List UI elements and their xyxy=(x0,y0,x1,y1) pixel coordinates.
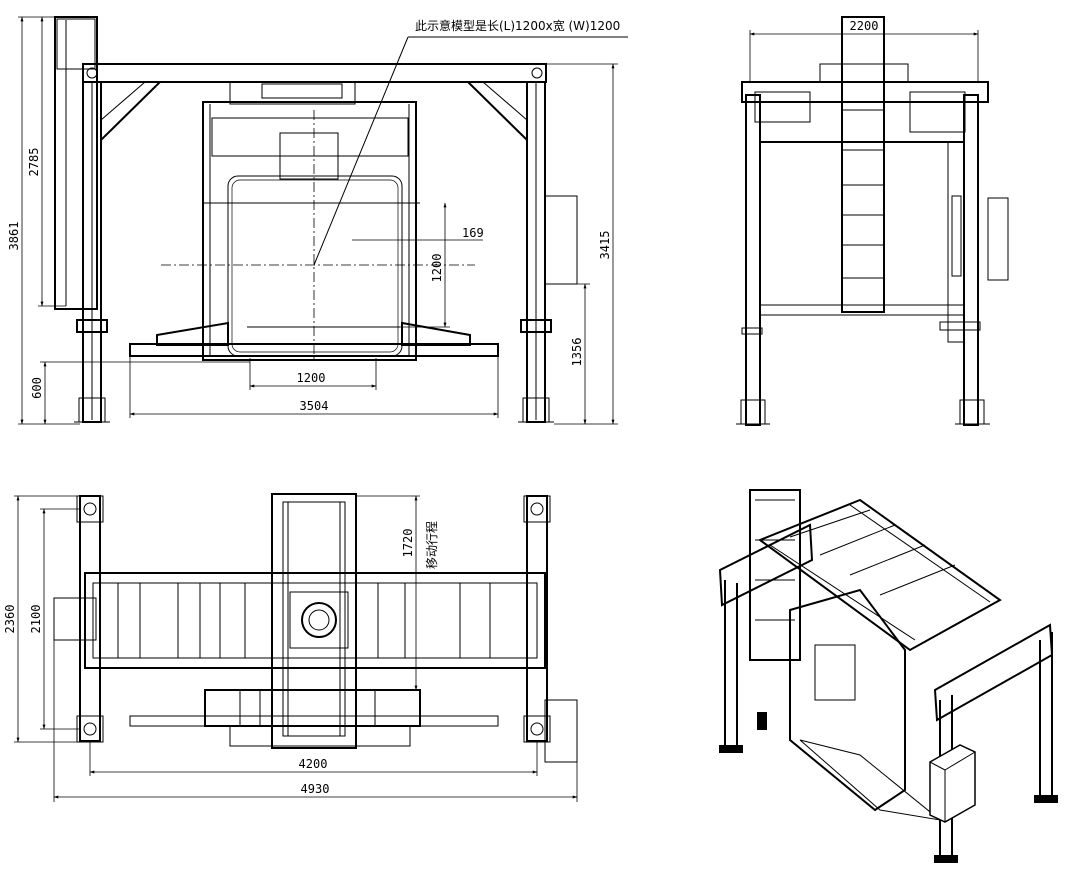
iso-main-beam xyxy=(757,498,1002,652)
front-left-brace xyxy=(100,81,163,143)
iso-carriage xyxy=(789,588,906,812)
dim-frame-height: 2785 xyxy=(27,148,41,177)
front-view xyxy=(54,16,628,423)
dim-depth-inner: 2100 xyxy=(29,605,43,634)
dim-length-inner: 4200 xyxy=(299,757,328,771)
top-main-frame xyxy=(84,572,546,669)
dim-top-height: 3415 xyxy=(598,231,612,260)
side-ladder xyxy=(841,16,885,313)
dim-pallet-height: 1200 xyxy=(430,254,444,283)
top-carriage-rails xyxy=(271,493,357,749)
dim-base-width: 3504 xyxy=(300,399,329,413)
dim-depth-total: 2360 xyxy=(3,605,17,634)
front-left-panel xyxy=(54,16,98,310)
dim-length-total: 4930 xyxy=(301,782,330,796)
isometric-view xyxy=(718,489,1058,863)
dim-pallet-width: 1200 xyxy=(297,371,326,385)
top-left-column xyxy=(79,495,101,742)
side-dimensions xyxy=(749,30,979,82)
front-top-beam xyxy=(82,63,547,83)
model-note: 此示意模型是长(L)1200x宽 (W)1200 xyxy=(415,18,620,33)
dim-base-height: 600 xyxy=(30,377,44,399)
dim-table-height: 1356 xyxy=(570,338,584,367)
dim-overall-height: 3861 xyxy=(7,222,21,251)
dim-travel: 1720 xyxy=(401,529,415,558)
front-carriage xyxy=(202,101,417,361)
iso-electrical-box xyxy=(929,744,976,823)
dim-travel-label: 移动行程 xyxy=(424,521,439,569)
side-right-column xyxy=(963,94,979,426)
front-dimensions xyxy=(18,16,618,425)
side-view xyxy=(736,16,1009,426)
dim-frame-width: 2200 xyxy=(850,19,879,33)
top-view xyxy=(53,493,578,763)
dim-offset: 169 xyxy=(462,226,484,240)
front-right-brace xyxy=(465,81,528,143)
top-dimensions xyxy=(14,495,578,802)
side-left-column xyxy=(745,94,761,426)
